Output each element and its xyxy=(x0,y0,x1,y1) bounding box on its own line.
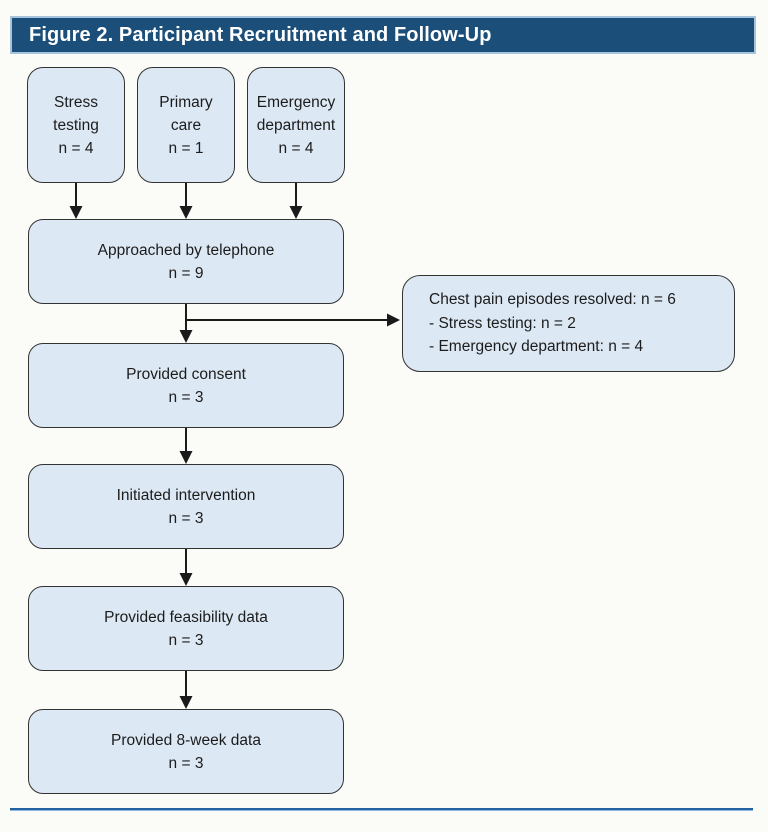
arrow-primary-to-approached xyxy=(179,183,193,219)
source-box-emergency-department: Emergency department n = 4 xyxy=(247,67,345,183)
arrow-stress-to-approached xyxy=(69,183,83,219)
side-box-chest-pain-resolved: Chest pain episodes resolved: n = 6 - St… xyxy=(402,275,735,372)
source-box-stress-testing: Stress testing n = 4 xyxy=(27,67,125,183)
figure-title: Figure 2. Participant Recruitment and Fo… xyxy=(29,23,492,46)
source-box-label: Primary care xyxy=(159,93,213,134)
flow-box-label: Approached by telephone xyxy=(97,241,275,259)
flow-box-count: n = 3 xyxy=(168,509,204,527)
flow-box-approached-by-telephone: Approached by telephone n = 9 xyxy=(28,219,344,304)
flow-box-provided-8-week-data: Provided 8-week data n = 3 xyxy=(28,709,344,794)
flow-box-count: n = 3 xyxy=(168,754,204,772)
source-box-label: Emergency department xyxy=(256,93,336,134)
source-box-count: n = 1 xyxy=(168,139,204,157)
flow-box-provided-consent: Provided consent n = 3 xyxy=(28,343,344,428)
flow-box-label: Provided consent xyxy=(126,365,246,383)
flow-box-count: n = 3 xyxy=(168,631,204,649)
arrow-branch-to-side-box xyxy=(186,313,400,327)
source-box-label: Stress testing xyxy=(53,93,99,134)
arrow-approached-to-consent xyxy=(179,304,193,343)
arrow-consent-to-initiated xyxy=(179,427,193,464)
flow-box-count: n = 3 xyxy=(168,388,204,406)
source-box-primary-care: Primary care n = 1 xyxy=(137,67,235,183)
flow-box-count: n = 9 xyxy=(168,264,204,282)
side-box-line: - Emergency department: n = 4 xyxy=(429,338,644,356)
side-box-line: Chest pain episodes resolved: n = 6 xyxy=(429,291,676,309)
flow-box-initiated-intervention: Initiated intervention n = 3 xyxy=(28,464,344,549)
footer-rule xyxy=(10,808,753,811)
arrow-emergency-to-approached xyxy=(289,183,303,219)
side-box-line: - Stress testing: n = 2 xyxy=(429,314,576,332)
arrow-initiated-to-feasibility xyxy=(179,549,193,586)
flow-box-label: Initiated intervention xyxy=(116,486,256,504)
source-box-count: n = 4 xyxy=(58,139,94,157)
flow-box-provided-feasibility-data: Provided feasibility data n = 3 xyxy=(28,586,344,671)
source-box-count: n = 4 xyxy=(278,139,314,157)
flow-box-label: Provided feasibility data xyxy=(104,608,268,626)
flow-box-label: Provided 8-week data xyxy=(111,731,261,749)
figure-title-bar: Figure 2. Participant Recruitment and Fo… xyxy=(10,16,756,54)
arrow-feasibility-to-week8 xyxy=(179,671,193,709)
